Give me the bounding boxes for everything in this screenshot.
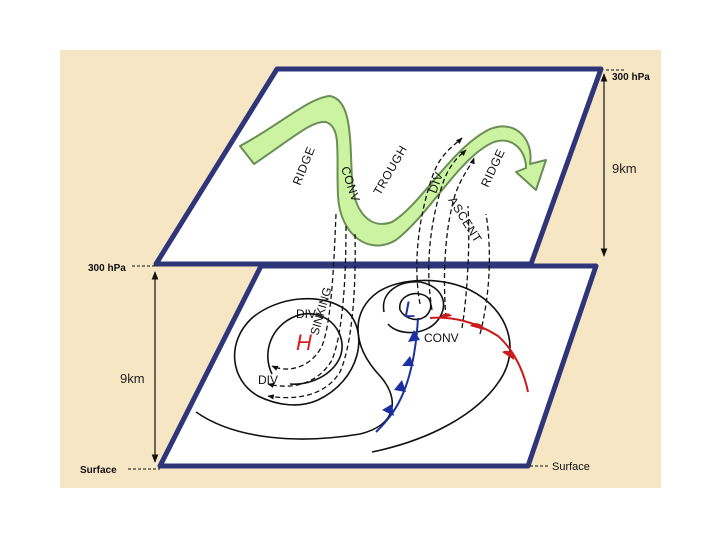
conv-lower-label: CONV bbox=[424, 331, 459, 345]
div-top-label: DIV bbox=[296, 307, 316, 321]
warm-front bbox=[429, 313, 529, 393]
isobars bbox=[195, 279, 511, 453]
high-pressure-label: H bbox=[296, 330, 312, 355]
upper-300hpa-label: 300 hPa bbox=[612, 72, 650, 83]
surface-left-label: Surface bbox=[80, 465, 117, 476]
upper-thickness-label: 9km bbox=[612, 161, 637, 176]
cold-front bbox=[375, 317, 420, 433]
lower-300hpa-label: 300 hPa bbox=[88, 263, 126, 274]
low-pressure-label: L bbox=[404, 297, 416, 322]
lower-thickness-label: 9km bbox=[120, 371, 145, 386]
surface-right-label: Surface bbox=[552, 461, 590, 473]
airflow-lines bbox=[267, 137, 490, 400]
lower-plane bbox=[157, 263, 599, 469]
div-bottom-label: DIV bbox=[258, 373, 278, 387]
jet-stream-arrow bbox=[239, 95, 547, 247]
